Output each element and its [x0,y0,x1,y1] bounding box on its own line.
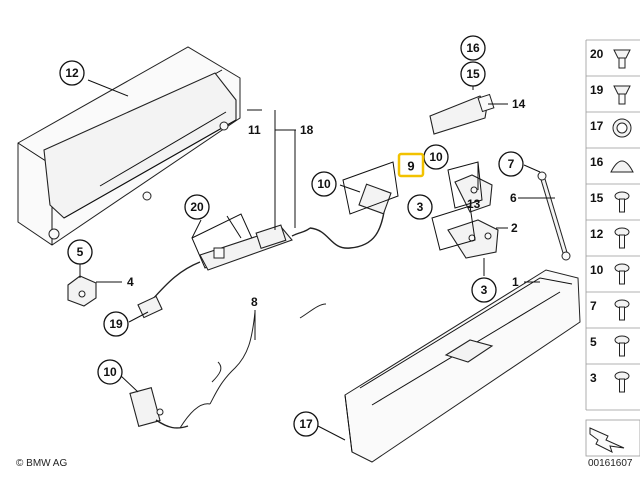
callout-5-label: 5 [77,245,84,259]
legend-number: 19 [590,83,604,97]
clip-icon [613,49,631,69]
callout-10-bottom: 10 [97,359,123,385]
leader-7 [523,164,541,173]
label-13: 13 [467,197,481,211]
callout-5: 5 [67,239,93,265]
legend-number: 3 [590,371,597,385]
label-14: 14 [512,97,526,111]
callout-17: 17 [293,411,319,437]
callout-16: 16 [460,35,486,61]
screw-icon [614,371,630,393]
callout-19: 19 [103,311,129,337]
callout-10-top-label: 10 [317,177,331,191]
leader-10-top [339,184,361,193]
label-2: 2 [511,221,518,235]
copyright-text: © BMW AG [16,458,67,469]
legend-row-15: 15 [586,183,640,213]
legend-number: 7 [590,299,597,313]
screw-icon [614,263,630,285]
callout-12-label: 12 [65,66,79,80]
legend-number: 10 [590,263,604,277]
legend-strip: 20 19 17 16 15 12 10 7 5 3 [585,39,640,457]
callout-3-upper: 3 [407,194,433,220]
clip-icon [613,85,631,105]
callout-20-label: 20 [190,200,204,214]
callout-20: 20 [184,194,210,220]
legend-number: 20 [590,47,604,61]
callout-7-label: 7 [508,157,515,171]
callout-10-bottom-label: 10 [103,365,117,379]
cap-icon [612,118,632,138]
legend-number: 5 [590,335,597,349]
callout-15: 15 [460,61,486,87]
screw-icon [614,335,630,357]
leader-17 [315,424,346,441]
callout-12: 12 [59,60,85,86]
lower-cable-part [129,303,327,429]
label-4: 4 [127,275,134,289]
callout-15-label: 15 [466,67,480,81]
label-18: 18 [300,123,314,137]
screw-icon [614,227,630,249]
callout-10-right: 10 [423,144,449,170]
legend-row-17: 17 [586,111,640,138]
callout-3-upper-label: 3 [417,200,424,214]
label-6: 6 [510,191,517,205]
legend-row-10: 10 [586,255,640,285]
legend-row-5: 5 [586,327,640,357]
arrow-icon [585,419,640,457]
callout-3-lower-label: 3 [481,283,488,297]
legend-number: 15 [590,191,604,205]
legend-row-20: 20 [586,39,640,69]
actuator-part [137,213,311,319]
bumper-trim-part [344,269,581,463]
storage-tray-part [17,46,241,246]
legend-row-12: 12 [586,219,640,249]
callout-16-label: 16 [466,41,480,55]
legend-row-16: 16 [586,147,640,173]
highlight-label-9-text: 9 [407,159,414,174]
callout-7: 7 [498,151,524,177]
release-cable-part [309,161,399,249]
callout-10-right-label: 10 [429,150,443,164]
lock-bracket-part [447,219,499,259]
screw-icon [614,191,630,213]
callout-17-label: 17 [299,417,313,431]
legend-row-19: 19 [586,75,640,105]
leader-12 [87,79,129,97]
leader-10-right [447,161,483,209]
highlight-label-9: 9 [397,152,425,178]
handle-part [429,93,495,135]
legend-row-3: 3 [586,363,640,393]
diagram-id-text: 00161607 [588,458,633,469]
bracket-part [67,275,97,307]
screw-icon [614,299,630,321]
legend-number: 16 [590,155,604,169]
cover-icon [610,160,634,173]
callout-19-label: 19 [109,317,123,331]
leader-19 [128,311,149,323]
legend-number: 12 [590,227,604,241]
label-1: 1 [512,275,519,289]
leader-10-bottom [119,374,139,393]
leader-3-upper [431,205,476,251]
legend-row-7: 7 [586,291,640,321]
callout-3-lower: 3 [471,277,497,303]
label-11: 11 [248,123,261,137]
gas-strut-part [537,171,571,261]
callout-10-top: 10 [311,171,337,197]
legend-number: 17 [590,119,604,133]
label-8: 8 [251,295,258,309]
